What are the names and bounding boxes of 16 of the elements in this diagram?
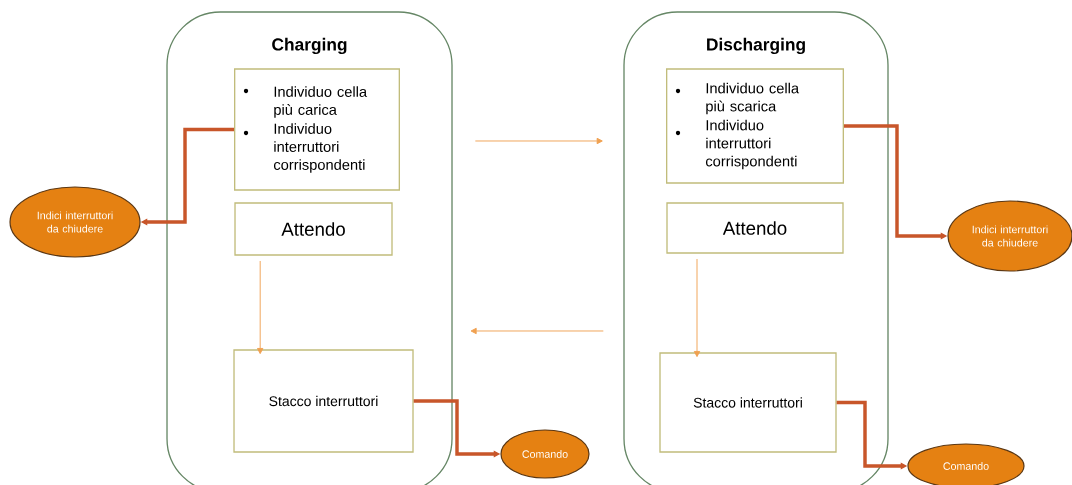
process-box: Attendo — [234, 202, 393, 256]
process-box — [666, 68, 844, 184]
process-box: Stacco interruttori — [233, 349, 414, 453]
arrow — [474, 137, 603, 145]
arrow — [257, 260, 264, 355]
panel-heading: Charging — [272, 37, 347, 55]
list-item: Individuo interruttori corrispondenti — [705, 119, 797, 170]
list-item: Individuo cella più scarica — [706, 82, 800, 115]
list-item: Individuo interruttori corrispondenti — [273, 123, 365, 173]
arrow — [470, 327, 604, 335]
arrow — [693, 258, 701, 358]
panel-heading: Discharging — [707, 37, 805, 55]
process-box — [234, 68, 400, 191]
list-item: Individuo cella più carica — [274, 86, 368, 118]
process-box: Stacco interruttori — [659, 352, 837, 453]
process-box: Attendo — [666, 202, 844, 254]
